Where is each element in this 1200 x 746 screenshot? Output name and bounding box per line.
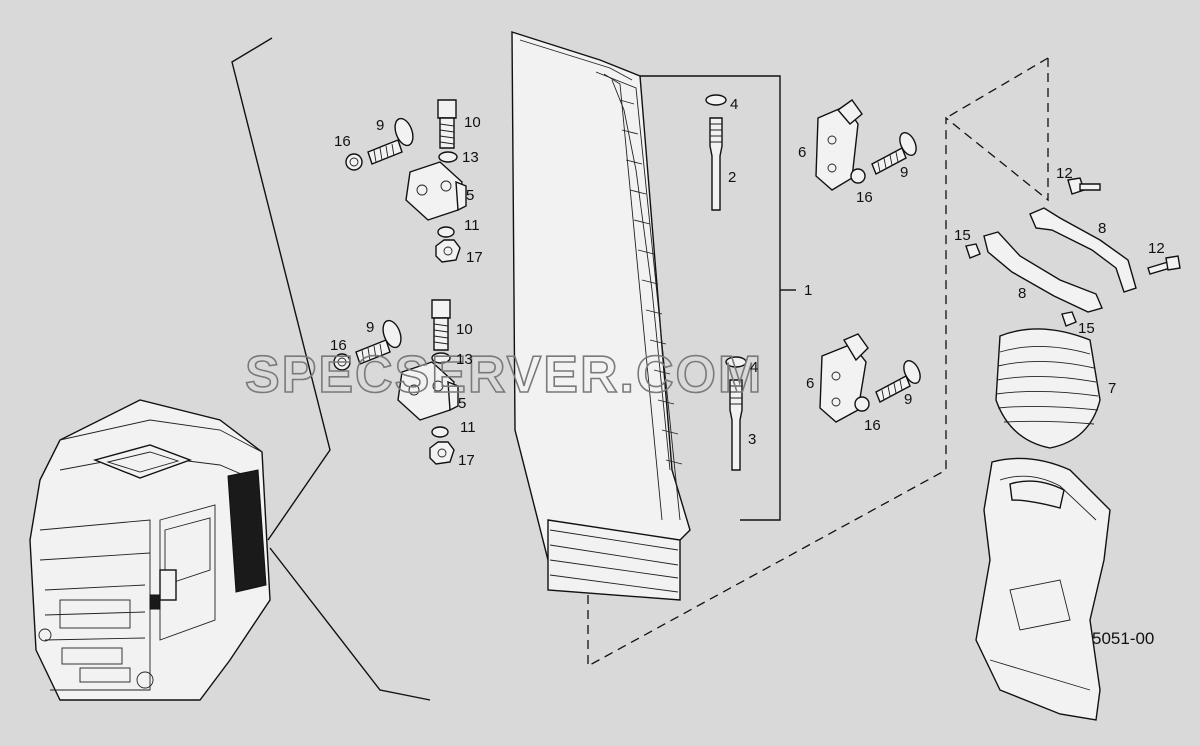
callout-15: 15: [1078, 320, 1095, 337]
callout-11: 11: [464, 217, 480, 234]
callout-9: 9: [376, 117, 384, 134]
callout-4: 4: [750, 359, 758, 376]
mounting-brackets: [815, 99, 921, 423]
callout-4: 4: [730, 96, 738, 113]
lower-duct: [975, 457, 1111, 721]
air-intake-duct: [511, 31, 691, 601]
callout-12: 12: [1056, 165, 1073, 182]
callout-12: 12: [1148, 240, 1165, 257]
callout-10: 10: [456, 321, 473, 338]
callout-17: 17: [458, 452, 475, 469]
leader-lines: [231, 37, 431, 701]
callout-8: 8: [1018, 285, 1026, 302]
watermark: SPECSERVER.COM: [245, 346, 763, 404]
callout-5: 5: [458, 395, 466, 412]
callout-3: 3: [748, 431, 756, 448]
callout-6: 6: [806, 375, 814, 392]
callout-6: 6: [798, 144, 806, 161]
callout-15: 15: [954, 227, 971, 244]
rubber-boot: [995, 328, 1101, 449]
callout-9: 9: [904, 391, 912, 408]
callout-10: 10: [464, 114, 481, 131]
callout-16: 16: [334, 133, 351, 150]
truck-cab: [29, 399, 271, 701]
callout-9: 9: [366, 319, 374, 336]
callout-7: 7: [1108, 380, 1116, 397]
callout-13: 13: [456, 351, 473, 368]
callout-9: 9: [900, 164, 908, 181]
callout-labels: 1 2 3 4 4 5 5 6 6 7 8 8 9 9 9 9 10 10 11…: [330, 96, 1165, 469]
pins: [705, 94, 747, 471]
callout-11: 11: [460, 419, 476, 436]
lower-bolt-group: [333, 299, 459, 465]
bracket-1: [640, 75, 781, 521]
straps: [965, 177, 1181, 327]
callout-16: 16: [864, 417, 881, 434]
callout-2: 2: [728, 169, 736, 186]
callout-17: 17: [466, 249, 483, 266]
callout-16: 16: [330, 337, 347, 354]
upper-bolt-group: [345, 99, 467, 263]
callout-16: 16: [856, 189, 873, 206]
callout-1: 1: [804, 282, 812, 299]
diagram-code: 5051-00: [1092, 629, 1154, 648]
callout-5: 5: [466, 187, 474, 204]
callout-13: 13: [462, 149, 479, 166]
callout-8: 8: [1098, 220, 1106, 237]
